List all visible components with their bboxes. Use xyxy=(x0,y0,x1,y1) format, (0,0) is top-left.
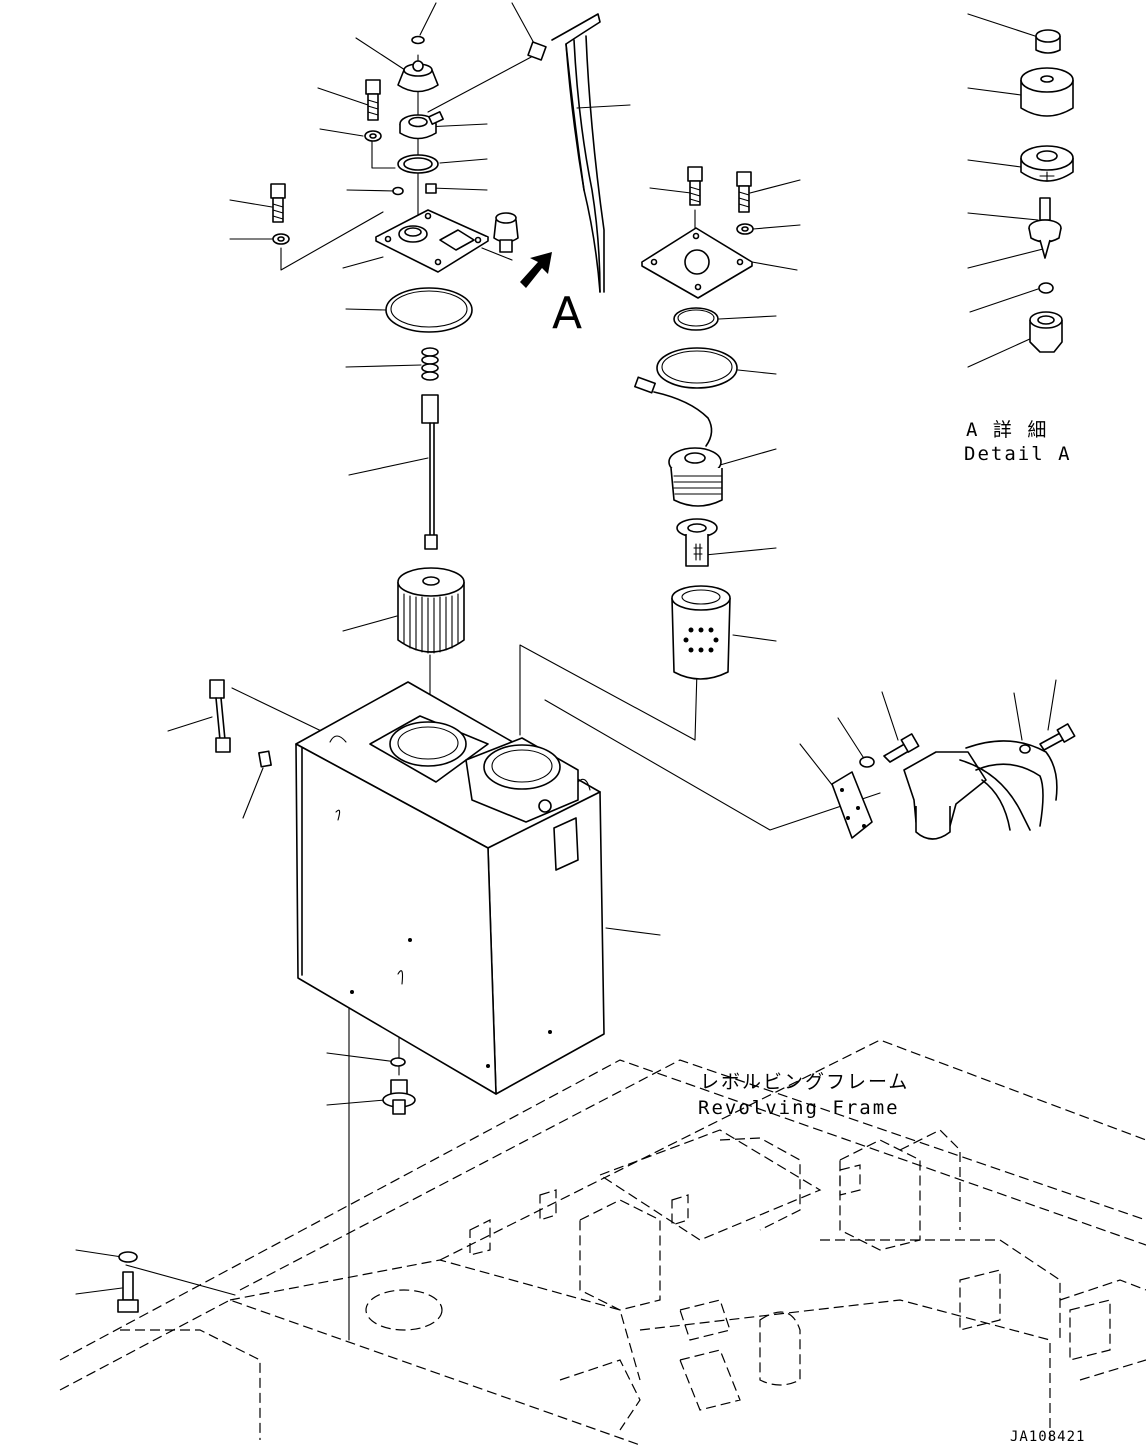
washer-icon xyxy=(272,233,290,245)
o-ring-icon xyxy=(385,287,473,333)
washer-icon xyxy=(364,130,382,142)
filter-element-icon xyxy=(397,567,465,654)
detail-label-jp: A 詳 細 xyxy=(966,419,1048,441)
adapter-icon xyxy=(1029,311,1063,353)
drawing-code: JA108421 xyxy=(1010,1429,1085,1445)
frame-label-jp: レボルビングフレーム xyxy=(700,1071,909,1093)
bolt-icon xyxy=(117,1251,139,1313)
o-ring-small-icon xyxy=(1038,282,1054,294)
sensor-icon xyxy=(634,376,723,507)
filter-cover-plate-icon xyxy=(641,227,753,299)
drain-plug-icon xyxy=(382,1057,416,1115)
valve-body-icon xyxy=(399,111,444,140)
filter-element-icon xyxy=(671,585,731,680)
detail-label-en: Detail A xyxy=(964,443,1072,465)
o-ring-icon xyxy=(673,307,719,331)
spring-icon xyxy=(421,347,439,381)
view-marker-a: A xyxy=(552,288,582,339)
valve-stem-icon xyxy=(1028,197,1062,259)
o-ring-icon xyxy=(656,347,738,389)
hydraulic-tank-icon xyxy=(295,681,605,1095)
bolt-icon xyxy=(365,79,381,121)
breather-cover-icon xyxy=(1020,67,1074,117)
sight-gauge-icon xyxy=(209,679,272,768)
bolt-icon xyxy=(736,171,752,213)
gasket-icon xyxy=(397,154,439,174)
revolving-frame-icon xyxy=(59,1039,1146,1446)
bolt-icon xyxy=(270,183,286,223)
arrow-view-a-icon: A xyxy=(520,252,582,339)
tank-cover-plate-icon xyxy=(375,209,489,273)
cap-icon xyxy=(1035,29,1061,54)
bolt-icon xyxy=(687,166,703,206)
leader-lines xyxy=(75,2,1057,1341)
detail-a-parts xyxy=(1020,29,1074,353)
pressure-switch-icon xyxy=(493,212,519,253)
breather-element-icon xyxy=(1020,145,1074,182)
suction-pipe-icon xyxy=(527,13,605,293)
washer-icon xyxy=(736,223,754,235)
bypass-valve-icon xyxy=(676,518,718,567)
breather-cap-icon xyxy=(397,35,439,93)
filter-rod-icon xyxy=(421,394,439,550)
o-ring-small-icon xyxy=(392,183,437,196)
suction-flange-assembly-icon xyxy=(831,723,1076,840)
frame-label-en: Revolving Frame xyxy=(698,1097,900,1119)
